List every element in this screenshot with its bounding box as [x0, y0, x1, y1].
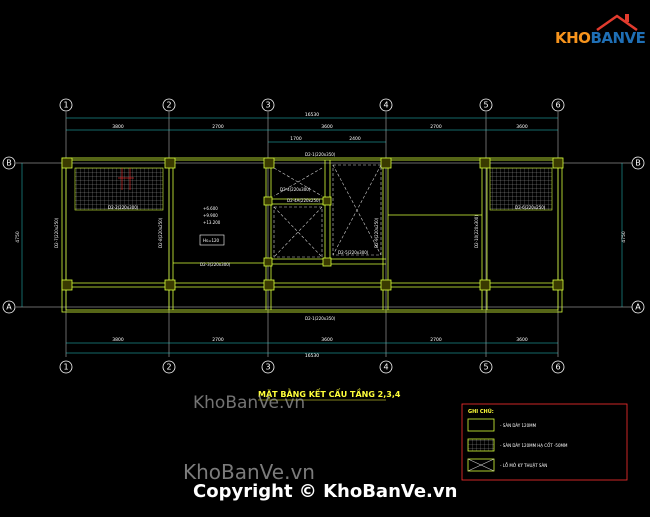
- legend-panel: [461, 403, 628, 481]
- mid-dim-1: 1700: [290, 136, 302, 142]
- level-1: +6.600: [203, 206, 218, 211]
- axis-label-2-top: 2: [166, 101, 171, 110]
- drawing-title: MẶT BẰNG KẾT CẤU TẦNG 2,3,4: [258, 387, 401, 399]
- axis-bubbles-bottom: [59, 360, 565, 374]
- beam-label-d2-10: D2-10(220x300): [474, 215, 479, 248]
- bottom-dim-1: 3800: [112, 337, 124, 343]
- axis-label-a-right: A: [635, 303, 641, 312]
- level-box: [199, 234, 225, 246]
- legend-item-3: - LỖ MỞ KỸ THUẬT SÀN: [500, 463, 547, 468]
- beam-label-d2-7: D2-7(220x250): [54, 217, 59, 248]
- beam-label-top: D2-1(220x350): [305, 152, 336, 157]
- axis-label-2-bottom: 2: [166, 363, 171, 372]
- axis-label-a-left: A: [6, 303, 12, 312]
- house-roof-icon: [596, 14, 638, 32]
- beam-label-bottom: D2-1(220x350): [305, 316, 336, 321]
- top-total-dim: 16530: [305, 112, 319, 118]
- axis-label-6-bottom: 6: [555, 363, 560, 372]
- logo-kho: KHO: [555, 29, 591, 47]
- axis-label-1-top: 1: [63, 101, 68, 110]
- axis-label-4-top: 4: [383, 101, 388, 110]
- axis-label-b-left: B: [6, 159, 12, 168]
- top-dim-3: 3600: [321, 124, 333, 130]
- columns: [61, 157, 564, 291]
- beam-label-d2-8: D2-8(220x250): [158, 217, 163, 248]
- hatched-slabs: [74, 167, 553, 211]
- side-dim-left: 4750: [15, 231, 21, 243]
- mid-dim-2: 2400: [349, 136, 361, 142]
- bottom-dim-5: 3600: [516, 337, 528, 343]
- side-dim-right: 4750: [621, 231, 627, 243]
- legend-title: GHI CHÚ:: [468, 408, 494, 415]
- beam-label-d2-9: D2-9(220x250): [374, 217, 379, 248]
- watermark-bottom: KhoBanVe.vn: [183, 460, 315, 484]
- axis-bubbles-top: [59, 98, 565, 112]
- copyright-text: Copyright © KhoBanVe.vn: [193, 481, 458, 502]
- beam-label-d2-2: D2-2(220x300): [108, 205, 139, 210]
- axis-label-b-right: B: [635, 159, 641, 168]
- bottom-dim-3: 3600: [321, 337, 333, 343]
- top-dim-4: 2700: [430, 124, 442, 130]
- axis-label-5-top: 5: [483, 101, 488, 110]
- top-dim-1: 3800: [112, 124, 124, 130]
- axis-bubbles-side: [2, 156, 645, 314]
- watermark-center: KhoBanVe.vn: [193, 393, 306, 413]
- legend-item-1: - SÀN DÀY 120MM: [500, 423, 537, 428]
- axis-label-3-bottom: 3: [265, 363, 270, 372]
- beam-label-d2-6: D2-6(220x250): [515, 205, 546, 210]
- axis-label-4-bottom: 4: [383, 363, 388, 372]
- axis-label-3-top: 3: [265, 101, 270, 110]
- level-3: +13.200: [203, 220, 221, 225]
- dimension-lines: [21, 117, 623, 354]
- beam-label-d2-4: D2-4(220x300): [280, 187, 311, 192]
- beam-label-d2-4a: D2-4A(220x250): [287, 198, 321, 203]
- beam-label-d2-3: D2-3(220x300): [200, 262, 231, 267]
- beam-label-d2-5: D2-5(220x300): [338, 250, 369, 255]
- level-box-label: Hs=120: [203, 238, 220, 243]
- axis-label-1-bottom: 1: [63, 363, 68, 372]
- axis-label-6-top: 6: [555, 101, 560, 110]
- top-dim-5: 3600: [516, 124, 528, 130]
- axis-label-5-bottom: 5: [483, 363, 488, 372]
- legend-item-2: - SÀN DÀY 120MM HẠ CỐT -50MM: [500, 443, 568, 448]
- bottom-total-dim: 16530: [305, 353, 319, 359]
- bottom-dim-2: 2700: [212, 337, 224, 343]
- khobanve-logo: KHOBANVE: [555, 12, 646, 54]
- stair-marker: [118, 168, 134, 190]
- bottom-dim-4: 2700: [430, 337, 442, 343]
- top-dim-2: 2700: [212, 124, 224, 130]
- level-2: +9.900: [203, 213, 218, 218]
- logo-banve: BANVE: [590, 29, 646, 47]
- slab-openings: [273, 164, 382, 258]
